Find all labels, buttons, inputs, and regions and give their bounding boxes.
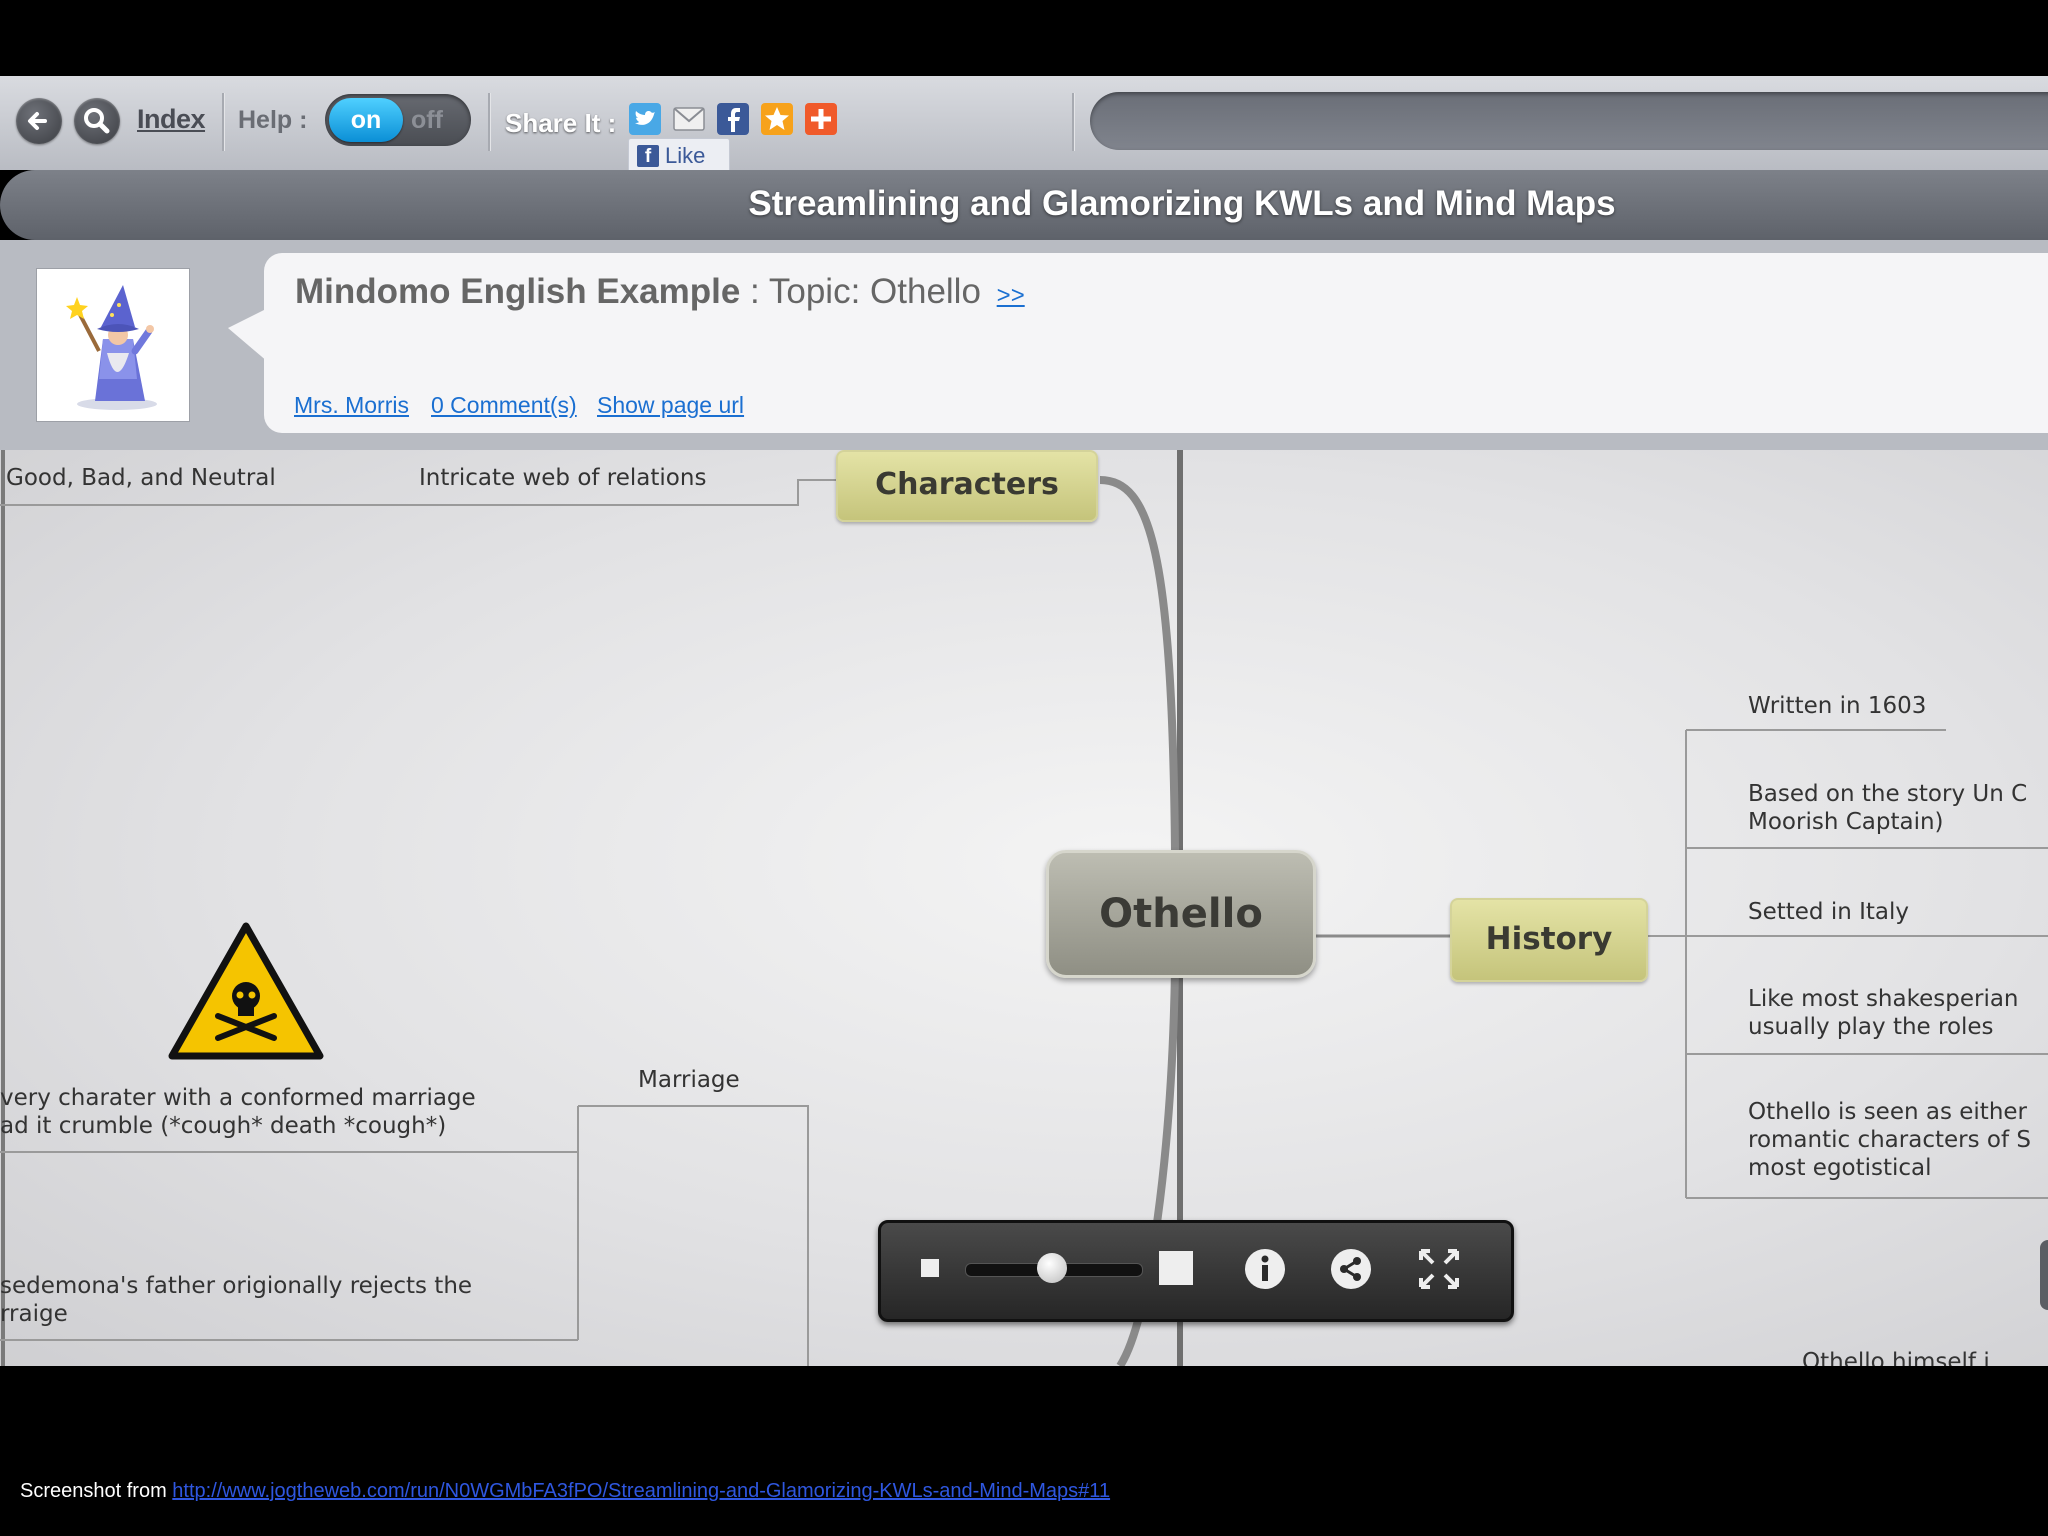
help-label: Help : <box>238 106 308 134</box>
node-father-rejects-line1[interactable]: sedemona's father origionally rejects th… <box>0 1273 473 1299</box>
screenshot-caption: Screenshot from http://www.jogtheweb.com… <box>20 1480 1110 1503</box>
map-name: Mindomo English Example <box>295 272 741 311</box>
page-title: Streamlining and Glamorizing KWLs and Mi… <box>748 184 1616 223</box>
node-othello-seen-line3[interactable]: most egotistical <box>1748 1155 1932 1181</box>
node-good-bad-neutral[interactable]: Good, Bad, and Neutral <box>6 465 276 491</box>
node-based-on-story-line2[interactable]: Moorish Captain) <box>1748 809 1944 835</box>
node-othello-seen-line2[interactable]: romantic characters of S <box>1748 1127 2031 1153</box>
zoom-slider-thumb[interactable] <box>1037 1253 1067 1283</box>
node-conformed-marriage-line2[interactable]: ad it crumble (*cough* death *cough*) <box>0 1113 447 1139</box>
speech-bubble-tail <box>228 308 268 362</box>
stop-large-icon[interactable] <box>1159 1251 1193 1285</box>
topic-text: Topic: Othello <box>768 272 981 311</box>
toggle-off-label[interactable]: off <box>411 106 443 134</box>
side-handle[interactable] <box>2040 1240 2048 1310</box>
like-label: Like <box>665 143 706 168</box>
node-shakespearian-line1[interactable]: Like most shakesperian <box>1748 986 2019 1012</box>
map-title-line: Mindomo English Example : Topic: Othello… <box>295 272 1025 312</box>
topic-node-history[interactable]: History <box>1450 898 1648 982</box>
search-icon <box>84 108 110 134</box>
fullscreen-icon[interactable] <box>1417 1247 1461 1296</box>
playback-controls <box>878 1220 1514 1322</box>
node-father-rejects-line2[interactable]: rraige <box>0 1301 68 1327</box>
author-link[interactable]: Mrs. Morris <box>294 392 409 418</box>
info-icon[interactable] <box>1243 1247 1287 1296</box>
caption-source-link[interactable]: http://www.jogtheweb.com/run/N0WGMbFA3fP… <box>172 1480 1111 1502</box>
node-intricate-web[interactable]: Intricate web of relations <box>419 465 707 491</box>
avatar <box>36 268 190 422</box>
topic-node-characters[interactable]: Characters <box>836 450 1098 522</box>
description-bubble <box>264 253 2048 433</box>
title-bar <box>0 170 2048 240</box>
node-based-on-story-line1[interactable]: Based on the story Un C <box>1748 781 2028 807</box>
node-written-1603[interactable]: Written in 1603 <box>1748 693 1927 719</box>
address-bar[interactable] <box>1090 92 2048 150</box>
central-node-othello[interactable]: Othello <box>1046 850 1316 978</box>
twitter-icon[interactable] <box>628 102 662 136</box>
index-link[interactable]: Index <box>137 104 206 134</box>
more-link[interactable]: >> <box>996 282 1025 309</box>
toggle-on-knob[interactable]: on <box>329 98 403 142</box>
share-label: Share It : <box>505 108 617 138</box>
node-shakespearian-line2[interactable]: usually play the roles <box>1748 1014 1994 1040</box>
facebook-f-icon: f <box>637 145 659 167</box>
facebook-like-button[interactable]: f Like <box>628 138 730 174</box>
back-arrow-icon <box>28 112 47 130</box>
stop-small-icon[interactable] <box>921 1259 939 1277</box>
show-page-url-link[interactable]: Show page url <box>597 392 745 418</box>
node-partial-bottom[interactable]: Othello himself i <box>1802 1349 1990 1366</box>
toolbar-divider <box>1072 93 1075 151</box>
mind-map-canvas[interactable]: Good, Bad, and Neutral Intricate web of … <box>0 450 2048 1366</box>
node-othello-seen-line1[interactable]: Othello is seen as either <box>1748 1099 2027 1125</box>
wizard-avatar-icon <box>66 285 157 410</box>
favorite-star-icon[interactable] <box>760 102 794 136</box>
search-button[interactable] <box>74 98 120 144</box>
node-marriage[interactable]: Marriage <box>638 1067 740 1093</box>
help-toggle[interactable]: on off <box>325 94 471 146</box>
toolbar-divider <box>222 93 225 151</box>
share-icon[interactable] <box>1329 1247 1373 1296</box>
toolbar-divider <box>488 93 491 151</box>
email-icon[interactable] <box>672 102 706 136</box>
connector-lines <box>0 450 2048 1366</box>
title-separator: : <box>740 272 769 311</box>
comments-link[interactable]: 0 Comment(s) <box>431 392 577 418</box>
node-conformed-marriage-line1[interactable]: very charater with a conformed marriage <box>0 1085 476 1111</box>
warning-poison-icon <box>168 920 324 1067</box>
node-setted-in-italy[interactable]: Setted in Italy <box>1748 899 1910 925</box>
caption-prefix: Screenshot from <box>20 1480 173 1502</box>
facebook-icon[interactable] <box>716 102 750 136</box>
add-plus-icon[interactable] <box>804 102 838 136</box>
back-button[interactable] <box>16 98 62 144</box>
